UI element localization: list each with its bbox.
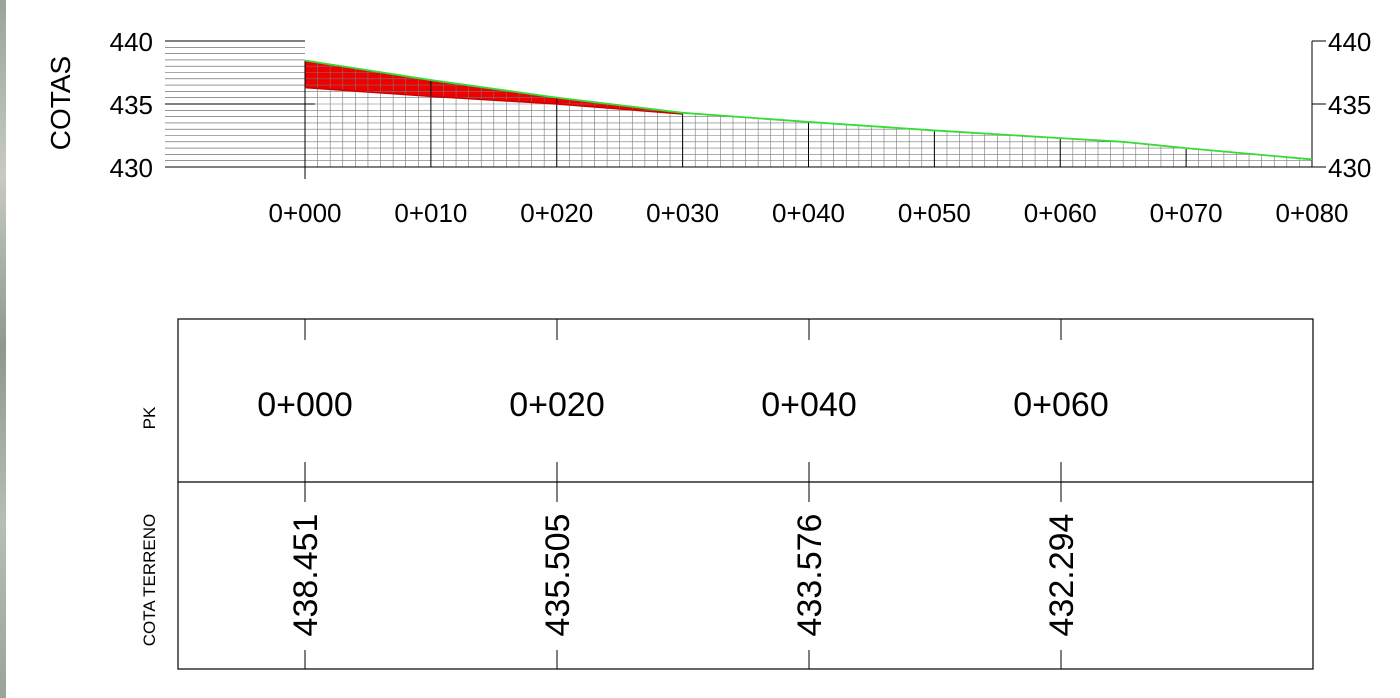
y-tick-label-right: 435 — [1328, 90, 1371, 120]
y-tick-label-right: 430 — [1328, 153, 1371, 183]
cota-terreno-value: 433.576 — [791, 514, 829, 637]
table-frame — [177, 318, 1314, 670]
cota-terreno-value: 435.505 — [539, 514, 577, 637]
x-tick-label: 0+060 — [1024, 198, 1097, 228]
pk-value: 0+020 — [509, 386, 605, 424]
cota-terreno-value: 432.294 — [1043, 514, 1081, 637]
y-tick-label-left: 430 — [110, 153, 153, 183]
cota-terreno-row-label: COTA TERRENO — [140, 514, 159, 647]
x-tick-label: 0+080 — [1275, 198, 1348, 228]
image-left-edge — [0, 0, 6, 698]
x-tick-label: 0+070 — [1150, 198, 1223, 228]
y-tick-label-right: 440 — [1328, 27, 1371, 57]
pk-value: 0+060 — [1013, 386, 1109, 424]
pk-value: 0+000 — [257, 386, 353, 424]
ground-profile-line — [304, 59, 1313, 161]
pk-value: 0+040 — [761, 386, 857, 424]
cota-terreno-value: 438.451 — [287, 514, 325, 637]
subgrade-line — [304, 86, 683, 115]
x-tick-label: 0+040 — [772, 198, 845, 228]
y-tick-label-left: 440 — [110, 27, 153, 57]
x-tick-label: 0+050 — [898, 198, 971, 228]
x-tick-label: 0+000 — [268, 198, 341, 228]
pk-row-label: PK — [140, 406, 159, 429]
x-tick-label: 0+030 — [646, 198, 719, 228]
y-tick-label-left: 435 — [110, 90, 153, 120]
x-tick-label: 0+010 — [394, 198, 467, 228]
longitudinal-profile-chart: COTAS 430 430 435 435 440 440 0+000 0+010 0+020 0… — [45, 27, 1371, 228]
x-tick-label: 0+020 — [520, 198, 593, 228]
y-axis-label: COTAS — [45, 56, 76, 150]
